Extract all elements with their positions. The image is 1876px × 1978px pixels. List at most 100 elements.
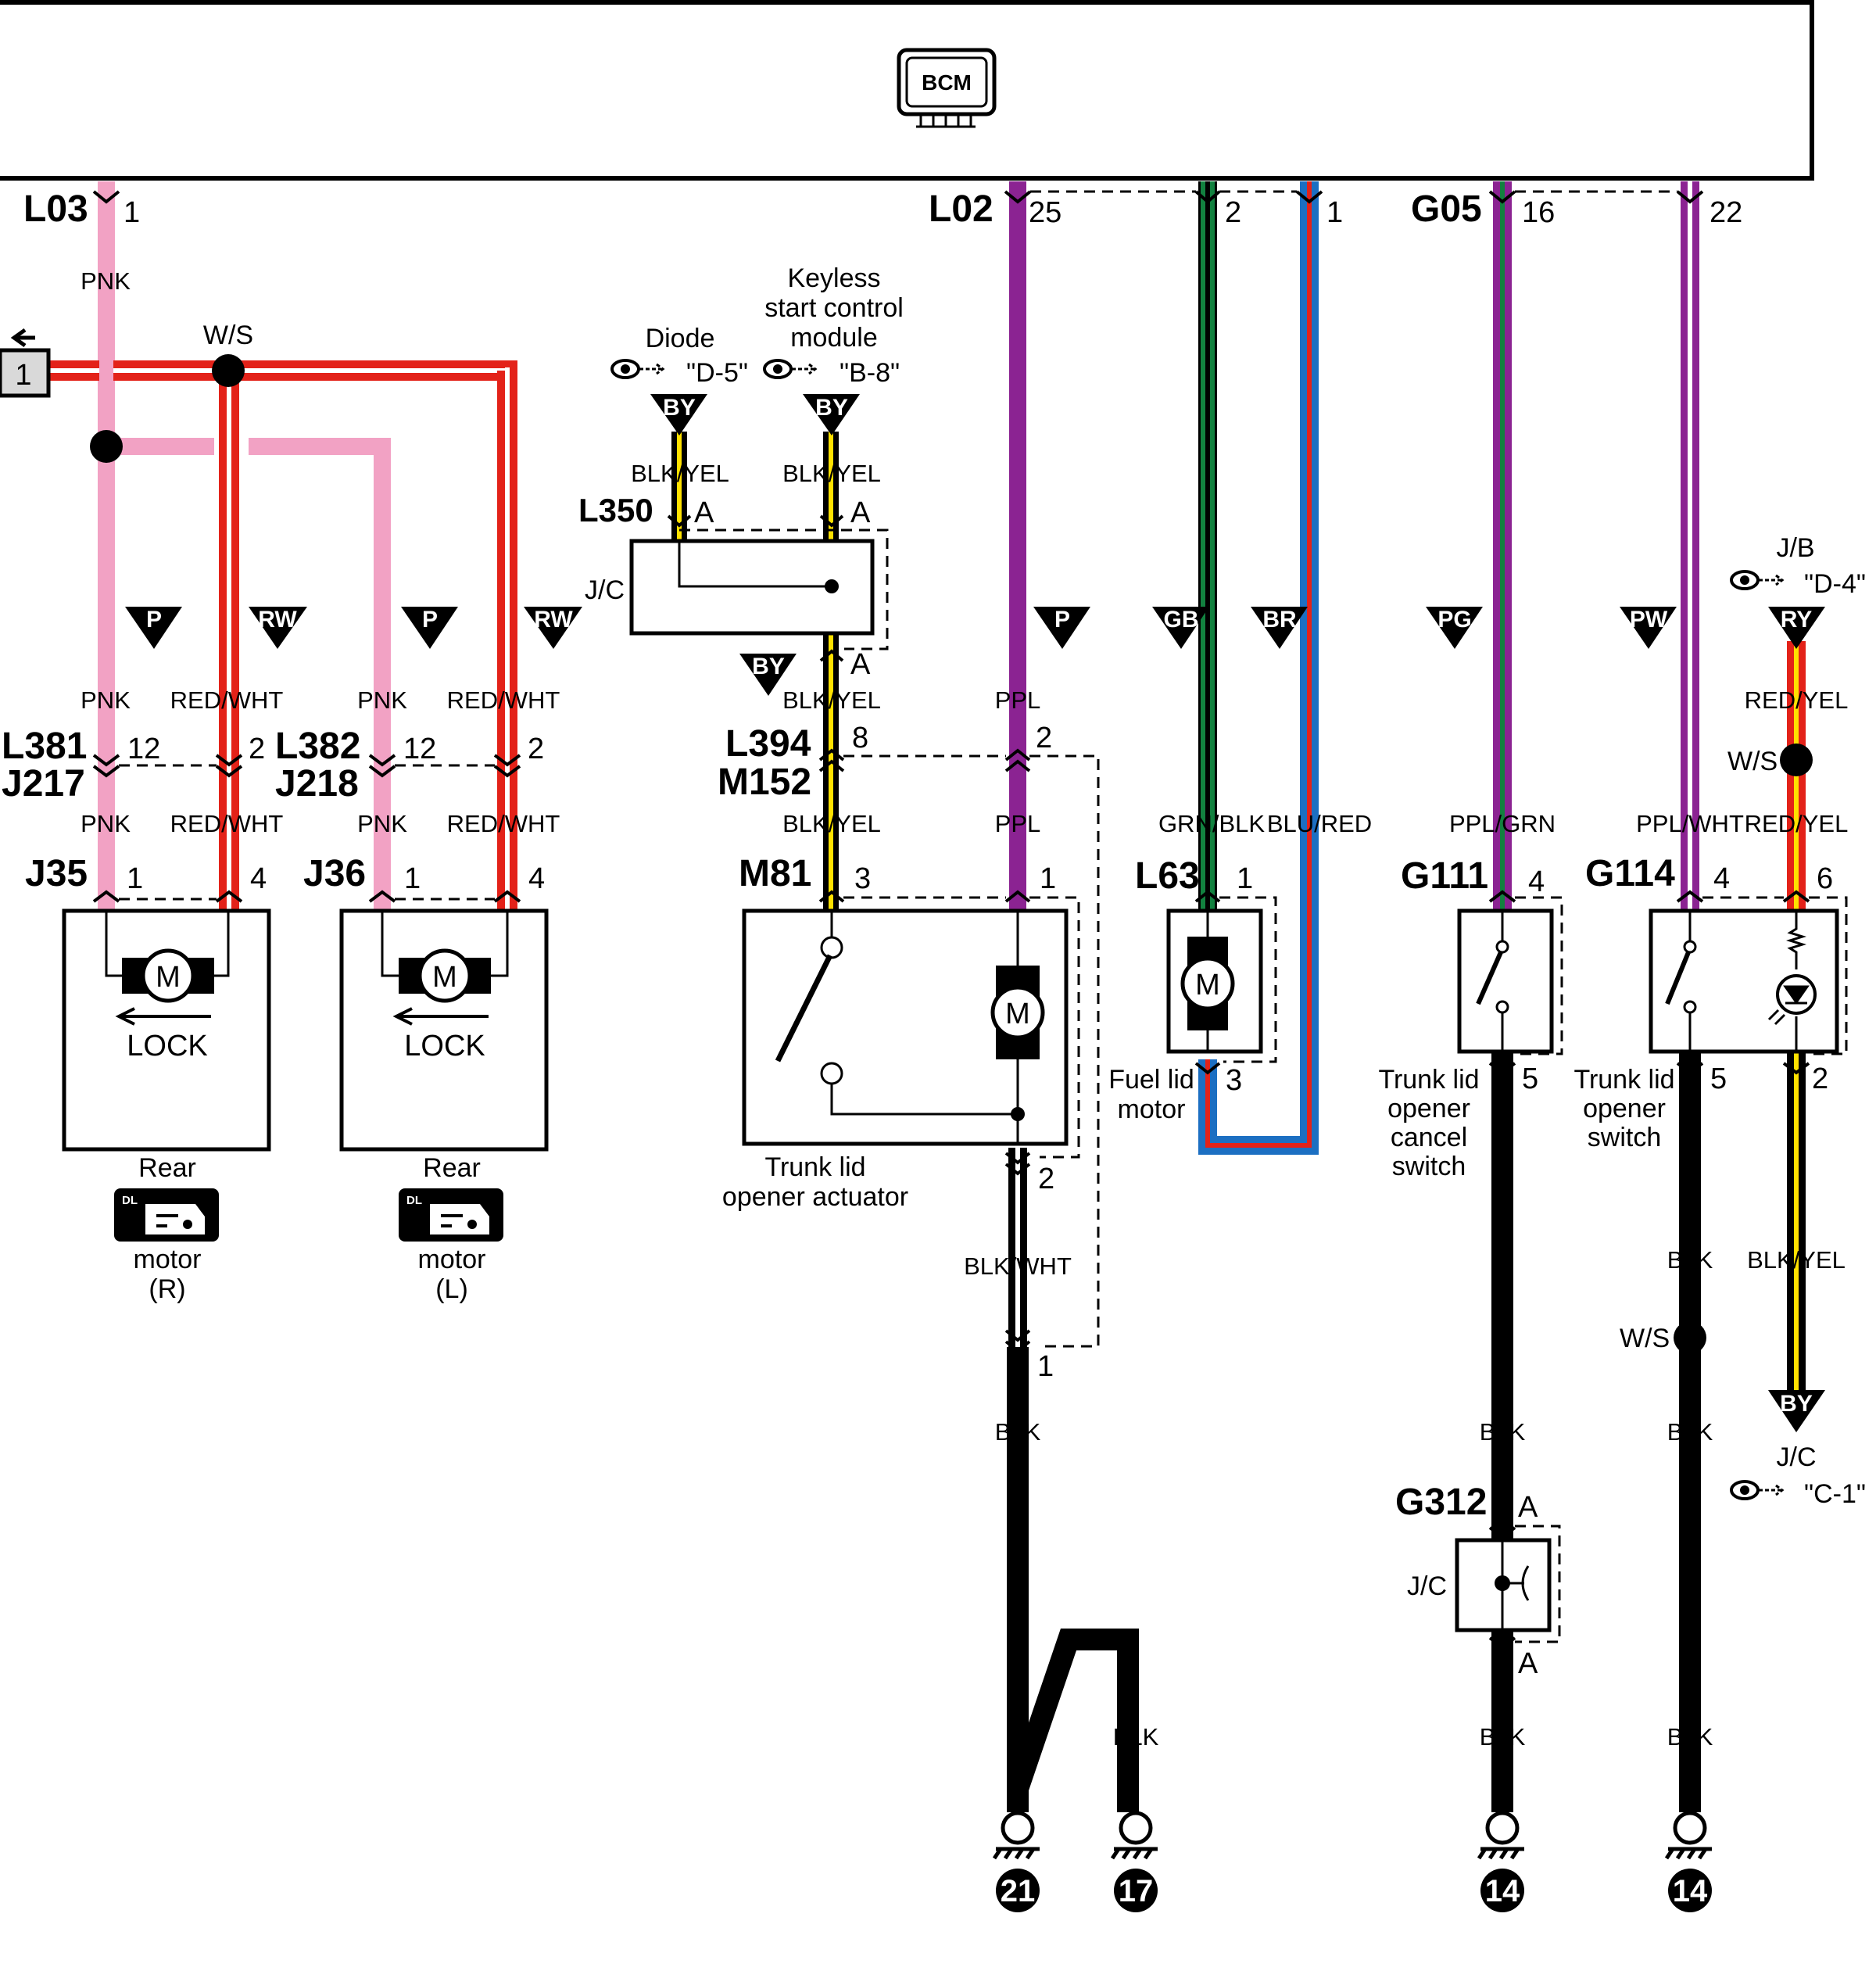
connector-code: G05	[1411, 188, 1482, 230]
component-label: Fuel lid	[1108, 1065, 1194, 1095]
wire-label: BLK	[1667, 1723, 1713, 1750]
trunk-lid-opener-actuator: M81 3 1 M 2 Trunk lid opener actuator	[722, 853, 1080, 1212]
rear-door-lock-motor-r: J35 1 4 M LOCK Rear DL motor (R)	[25, 853, 271, 1304]
connector-code: L381	[2, 726, 87, 767]
connector-code: J36	[303, 853, 366, 894]
wire-label: PNK	[81, 267, 131, 295]
component-label: Trunk lid	[1378, 1065, 1479, 1095]
wire-ppl-grn	[1493, 181, 1512, 912]
wire-tag-pg: PG	[1426, 607, 1483, 649]
wire-tag-gb: GB	[1152, 607, 1209, 649]
component-label: motor	[1118, 1095, 1186, 1124]
wire-label: BLK	[1480, 1418, 1526, 1446]
ground-icon: 17	[1110, 1811, 1158, 1912]
svg-text:M: M	[432, 961, 457, 994]
component-label: J/B	[1776, 533, 1814, 563]
component-label: Rear	[138, 1153, 196, 1183]
pin-number: 1	[1326, 196, 1343, 229]
pin-number: A	[850, 496, 871, 529]
connector-code: L382	[275, 726, 360, 767]
connector-code: J35	[25, 853, 88, 894]
pin-number: 1	[1237, 862, 1253, 895]
wire-tag-rw1: RW	[249, 607, 307, 649]
pin-number: 2	[528, 733, 544, 765]
svg-text:BY: BY	[1780, 1391, 1813, 1417]
pin-number: A	[694, 496, 714, 529]
wire-red-wht-j35	[219, 371, 239, 912]
connector-g05: G05 16 22	[1411, 188, 1742, 230]
pin-number: 5	[1522, 1062, 1538, 1095]
svg-text:BY: BY	[815, 395, 848, 421]
connector-ref-number: 1	[15, 359, 31, 392]
component-label: start control	[764, 293, 904, 323]
wire-label: BLK	[1667, 1246, 1713, 1274]
wire-blk-yel-keyless	[823, 432, 839, 912]
pin-number: 4	[1713, 862, 1730, 895]
component-label: module	[790, 323, 878, 353]
trunk-lid-opener-switch: G114 4 6 5 2 Trunk lid opener switch	[1573, 853, 1848, 1152]
pin-number: 2	[1036, 722, 1052, 754]
svg-text:PW: PW	[1630, 607, 1668, 632]
switch-icon	[1476, 912, 1509, 1052]
wire-label: BLU/RED	[1267, 810, 1372, 837]
pin-number: 16	[1522, 196, 1555, 229]
wire-label: RED/WHT	[447, 686, 560, 714]
wire-label: BLK/YEL	[782, 686, 881, 714]
connector-code: M152	[718, 761, 811, 803]
splice-label: W/S	[1727, 747, 1778, 776]
junction-label: J/C	[585, 575, 625, 605]
svg-text:P: P	[146, 607, 162, 632]
wire-label: PNK	[81, 686, 131, 714]
component-label: Rear	[423, 1153, 481, 1183]
component-label: motor	[418, 1245, 486, 1274]
ground-number: 21	[1001, 1874, 1036, 1908]
splice-dot	[212, 354, 245, 387]
svg-text:RW: RW	[534, 607, 573, 632]
bcm-module: BCM	[0, 0, 1814, 181]
component-label: (L)	[435, 1274, 468, 1304]
wire-blk-ground-17	[1007, 1629, 1139, 1812]
rear-door-lock-motor-l: J36 1 4 M LOCK Rear DL motor (L)	[303, 853, 549, 1304]
wire-tag-by4: BY	[1768, 1390, 1825, 1432]
pin-number: 4	[528, 862, 545, 895]
svg-text:P: P	[422, 607, 438, 632]
eye-icon	[1730, 1480, 1785, 1500]
reference-label: "B-8"	[840, 358, 900, 388]
bcm-icon: BCM	[897, 48, 997, 128]
wire-label: PNK	[357, 686, 407, 714]
connector-l02: L02 25 2 1	[929, 188, 1343, 230]
component-label: Keyless	[787, 263, 880, 293]
svg-text:BY: BY	[752, 654, 785, 679]
splice-dot	[90, 430, 123, 463]
wire-label: BLK	[1113, 1723, 1159, 1750]
led-icon	[1767, 912, 1817, 1052]
svg-text:P: P	[1054, 607, 1070, 632]
svg-text:BR: BR	[1262, 607, 1297, 632]
pin-number: 2	[1038, 1163, 1054, 1195]
ground-icon: 21	[992, 1811, 1040, 1912]
svg-text:DL: DL	[122, 1194, 138, 1207]
wire-tag-pw: PW	[1620, 607, 1677, 649]
wire-blk-wht	[1008, 1148, 1027, 1347]
svg-text:M: M	[1005, 998, 1030, 1030]
wire-label: RED/YEL	[1745, 686, 1849, 714]
wire-ppl	[1009, 181, 1026, 912]
pin-number: A	[1518, 1491, 1538, 1524]
lock-label: LOCK	[404, 1030, 485, 1062]
wire-blk-yel-bottom	[1787, 1044, 1806, 1392]
svg-text:BY: BY	[663, 395, 696, 421]
wire-label: PPL	[995, 810, 1041, 837]
wire-red-yel	[1787, 641, 1806, 912]
pin-number: 2	[1225, 196, 1241, 229]
wire-label: BLK/YEL	[1747, 1246, 1846, 1274]
splice-dot	[1674, 1321, 1706, 1354]
connector-l03: L03 1	[23, 188, 140, 230]
connector-l394-m152: L394 M152 8 2	[718, 722, 1100, 1348]
trunk-lid-opener-cancel-switch: G111 4 5 Trunk lid opener cancel switch	[1378, 855, 1563, 1181]
wire-blu-red	[1198, 181, 1319, 1155]
pin-number: 4	[1528, 865, 1545, 898]
wire-label: RED/YEL	[1745, 810, 1849, 837]
door-lock-icon: DL	[114, 1188, 219, 1242]
junction-g312: G312 A J/C A	[1395, 1482, 1561, 1680]
wire-red-wht-j36	[497, 367, 517, 912]
